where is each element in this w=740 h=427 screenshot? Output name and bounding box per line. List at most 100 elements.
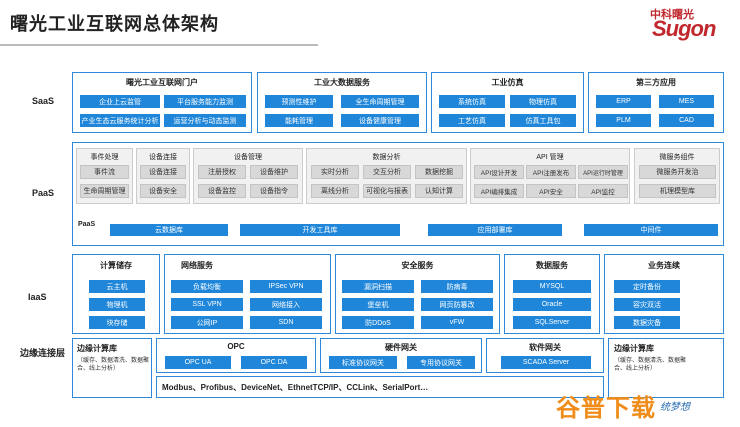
iaas-data-item[interactable]: Oracle: [513, 298, 591, 311]
iaas-security-item[interactable]: 漏洞扫描: [342, 280, 414, 293]
page-title: 曙光工业互联网总体架构: [10, 14, 219, 34]
paas-analysis-item[interactable]: 认知计算: [415, 184, 463, 198]
iaas-compute-item[interactable]: 物理机: [89, 298, 145, 311]
saas-bigdata-item[interactable]: 预测性维护: [265, 95, 333, 108]
paas-analysis-item[interactable]: 数据挖掘: [415, 165, 463, 179]
edge-protocols-text: Modbus、Profibus、DeviceNet、EthnetTCP/IP、C…: [162, 383, 429, 392]
paas-conn-item[interactable]: 设备连接: [140, 165, 186, 179]
layer-label-edge: 边缘连接层: [20, 348, 66, 358]
paas-event-item[interactable]: 生命周期管理: [80, 184, 129, 198]
iaas-security-item[interactable]: vFW: [421, 316, 493, 329]
iaas-biz-item[interactable]: 定时备份: [614, 280, 680, 293]
iaas-biz-item[interactable]: 容灾双活: [614, 298, 680, 311]
edge-opc-item[interactable]: OPC DA: [241, 356, 307, 369]
iaas-biz-panel: 业务连续 定时备份 容灾双活 数据灾备: [604, 254, 724, 334]
saas-portal-title: 曙光工业互联网门户: [126, 78, 198, 87]
iaas-network-item[interactable]: SDN: [250, 316, 322, 329]
paas-base-label: PaaS: [78, 221, 96, 228]
watermark-logo: 谷普下载: [556, 395, 656, 422]
paas-devmgmt-item[interactable]: 设备维护: [250, 165, 298, 179]
logo-chinese: 中科曙光: [650, 9, 694, 21]
saas-sim-item[interactable]: 仿真工具包: [510, 114, 576, 127]
iaas-biz-item[interactable]: 数据灾备: [614, 316, 680, 329]
edge-sw-panel: 软件网关 SCADA Server: [486, 338, 604, 373]
iaas-compute-item[interactable]: 云主机: [89, 280, 145, 293]
iaas-network-item[interactable]: 网络接入: [250, 298, 322, 311]
paas-api-item[interactable]: API运行时管理: [578, 165, 628, 179]
paas-analysis-item[interactable]: 交互分析: [363, 165, 411, 179]
paas-api-title: API 管理: [536, 154, 564, 161]
paas-api-item[interactable]: API安全: [526, 184, 576, 198]
paas-analysis-item[interactable]: 离线分析: [311, 184, 359, 198]
iaas-network-item[interactable]: 负载均衡: [171, 280, 243, 293]
paas-analysis-item[interactable]: 实时分析: [311, 165, 359, 179]
paas-api-item[interactable]: API监控: [578, 184, 628, 198]
edge-right-panel: 边缘计算库 （缓存、数据清洗、数据聚合、线上分析）: [608, 338, 724, 398]
saas-bigdata-item[interactable]: 设备健康管理: [341, 114, 419, 127]
iaas-data-item[interactable]: MYSQL: [513, 280, 591, 293]
iaas-data-panel: 数据服务 MYSQL Oracle SQLServer: [504, 254, 600, 334]
saas-sim-item[interactable]: 工艺仿真: [439, 114, 505, 127]
iaas-security-item[interactable]: 防DDoS: [342, 316, 414, 329]
iaas-biz-title: 业务连续: [648, 261, 680, 270]
saas-third-item[interactable]: MES: [659, 95, 714, 108]
iaas-network-title: 网络服务: [181, 261, 213, 270]
paas-devmgmt-item[interactable]: 设备监控: [198, 184, 246, 198]
paas-analysis-item[interactable]: 可视化与报表: [363, 184, 411, 198]
paas-conn-group: 设备连接 设备连接 设备安全: [136, 148, 190, 204]
paas-conn-item[interactable]: 设备安全: [140, 184, 186, 198]
paas-api-item[interactable]: API设计开发: [474, 165, 524, 179]
edge-left-title: 边缘计算库: [77, 344, 117, 353]
edge-right-desc: （缓存、数据清洗、数据聚合、线上分析）: [614, 358, 687, 372]
saas-portal-item[interactable]: 产业生态云服务统计分析: [80, 114, 160, 127]
saas-bigdata-title: 工业大数据服务: [314, 78, 370, 87]
edge-opc-panel: OPC OPC UA OPC DA: [156, 338, 316, 373]
edge-sw-item[interactable]: SCADA Server: [501, 356, 591, 369]
paas-api-item[interactable]: API注册发布: [526, 165, 576, 179]
iaas-network-item[interactable]: 公网IP: [171, 316, 243, 329]
edge-hw-title: 硬件网关: [385, 343, 417, 352]
iaas-security-item[interactable]: 网页防篡改: [421, 298, 493, 311]
saas-third-item[interactable]: CAD: [659, 114, 714, 127]
iaas-compute-panel: 计算储存 云主机 物理机 块存储: [72, 254, 160, 334]
paas-micro-item[interactable]: 微服务开发治: [639, 165, 716, 179]
iaas-compute-item[interactable]: 块存储: [89, 316, 145, 329]
paas-base-item[interactable]: 中间件: [584, 224, 718, 236]
saas-third-item[interactable]: PLM: [596, 114, 651, 127]
saas-portal-item[interactable]: 平台服务能力监测: [164, 95, 246, 108]
saas-bigdata-item[interactable]: 全生命周期管理: [341, 95, 419, 108]
paas-base-item[interactable]: 云数据库: [110, 224, 228, 236]
watermark-sub: 统梦想: [660, 402, 690, 413]
saas-portal-item[interactable]: 企业上云监管: [80, 95, 160, 108]
iaas-network-item[interactable]: IPSec VPN: [250, 280, 322, 293]
edge-sw-title: 软件网关: [529, 343, 561, 352]
iaas-data-item[interactable]: SQLServer: [513, 316, 591, 329]
paas-event-item[interactable]: 事件流: [80, 165, 129, 179]
saas-sim-item[interactable]: 物理仿真: [510, 95, 576, 108]
saas-sim-panel: 工业仿真 系统仿真 物理仿真 工艺仿真 仿真工具包: [431, 72, 584, 133]
edge-hw-item[interactable]: 专用协议网关: [407, 356, 475, 369]
saas-third-panel: 第三方应用 ERP MES PLM CAD: [588, 72, 724, 133]
saas-portal-item[interactable]: 运营分析与动态监测: [164, 114, 246, 127]
paas-api-item[interactable]: API编排集成: [474, 184, 524, 198]
iaas-network-item[interactable]: SSL VPN: [171, 298, 243, 311]
edge-opc-item[interactable]: OPC UA: [165, 356, 231, 369]
paas-micro-title: 微服务组件: [659, 154, 695, 161]
paas-base-item[interactable]: 应用部署库: [428, 224, 562, 236]
paas-micro-item[interactable]: 机理模型库: [639, 184, 716, 198]
paas-devmgmt-item[interactable]: 注册授权: [198, 165, 246, 179]
saas-third-item[interactable]: ERP: [596, 95, 651, 108]
paas-conn-title: 设备连接: [149, 154, 177, 161]
iaas-security-title: 安全服务: [401, 261, 434, 270]
edge-hw-item[interactable]: 标准协议网关: [329, 356, 397, 369]
paas-devmgmt-item[interactable]: 设备指令: [250, 184, 298, 198]
saas-third-title: 第三方应用: [636, 78, 676, 87]
iaas-compute-title: 计算储存: [100, 261, 132, 270]
paas-base-item[interactable]: 开发工具库: [240, 224, 400, 236]
saas-bigdata-item[interactable]: 能耗管理: [265, 114, 333, 127]
edge-opc-title: OPC: [227, 342, 245, 351]
saas-sim-title: 工业仿真: [491, 78, 524, 87]
iaas-security-item[interactable]: 堡垒机: [342, 298, 414, 311]
saas-sim-item[interactable]: 系统仿真: [439, 95, 505, 108]
iaas-security-item[interactable]: 防病毒: [421, 280, 493, 293]
